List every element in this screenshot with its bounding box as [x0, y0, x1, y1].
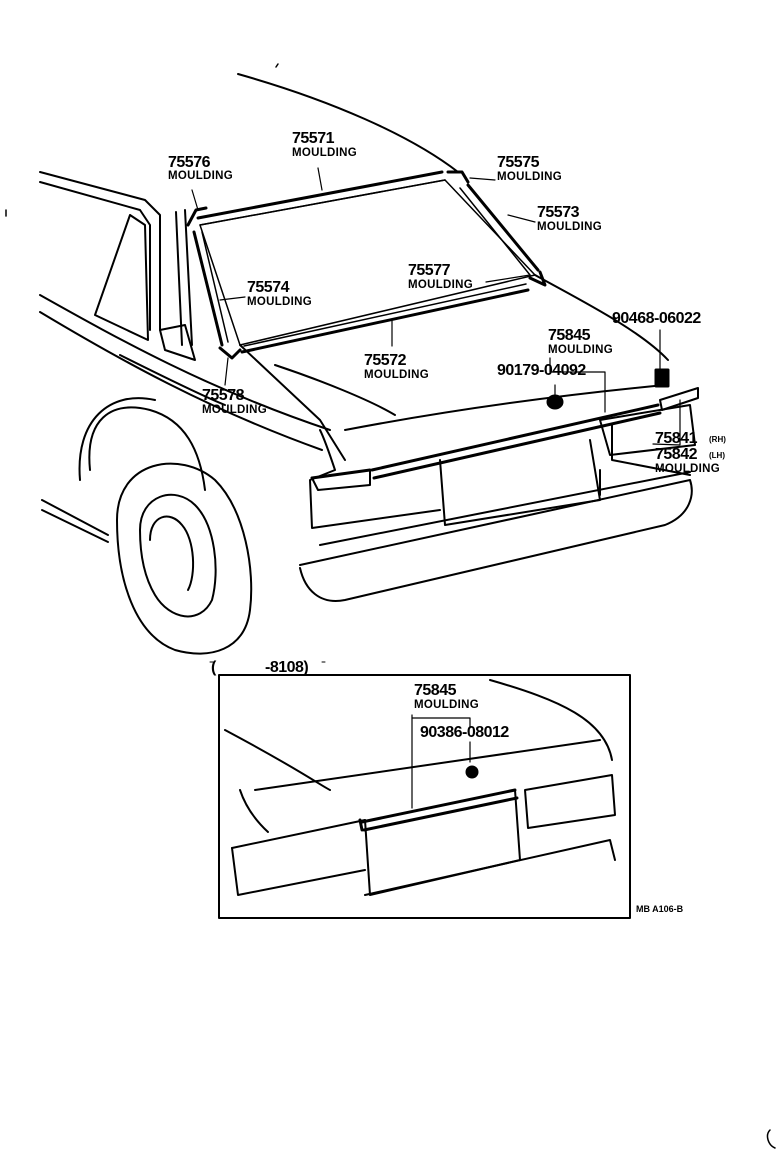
inset-range-open: (	[211, 659, 216, 676]
callout-75845-number: 75845	[548, 327, 591, 344]
callout-90179-number: 90179-04092	[497, 362, 586, 379]
inset-view	[209, 661, 631, 919]
callout-75576-name: MOULDING	[168, 170, 234, 182]
scan-marks	[5, 63, 776, 1149]
moulding-parts	[186, 170, 699, 480]
callout-75572-number: 75572	[364, 352, 407, 369]
inset-callout-90386-number: 90386-08012	[420, 724, 509, 741]
callout-75574-number: 75574	[247, 279, 290, 296]
callout-75571-number: 75571	[292, 130, 335, 147]
callout-75578-name: MOULDING	[202, 404, 268, 416]
callout-75577-name: MOULDING	[408, 279, 474, 291]
callout-75841-side: (RH)	[709, 435, 726, 444]
figure-code: MB A106-B	[636, 904, 684, 914]
callout-75575-name: MOULDING	[497, 171, 563, 183]
callout-75842-name: MOULDING	[655, 463, 721, 475]
callout-75575-number: 75575	[497, 154, 540, 171]
callout-90468-number: 90468-06022	[612, 310, 701, 327]
callout-75578-number: 75578	[202, 387, 245, 404]
callout-75574-name: MOULDING	[247, 296, 313, 308]
callout-75842-number: 75842	[655, 446, 698, 463]
callout-75571-name: MOULDING	[292, 147, 358, 159]
callout-75841-number: 75841	[655, 430, 698, 447]
callout-75576-number: 75576	[168, 154, 211, 171]
callout-75573-name: MOULDING	[537, 221, 603, 233]
callout-75572-name: MOULDING	[364, 369, 430, 381]
inset-callout-75845-name: MOULDING	[414, 699, 480, 711]
leader-lines	[191, 167, 681, 446]
inset-callout-75845-number: 75845	[414, 682, 457, 699]
inset-range-end: -8108)	[265, 659, 309, 676]
callout-75845-name: MOULDING	[548, 344, 614, 356]
callout-75577-number: 75577	[408, 262, 451, 279]
callout-75573-number: 75573	[537, 204, 580, 221]
callout-75842-side: (LH)	[709, 451, 725, 460]
